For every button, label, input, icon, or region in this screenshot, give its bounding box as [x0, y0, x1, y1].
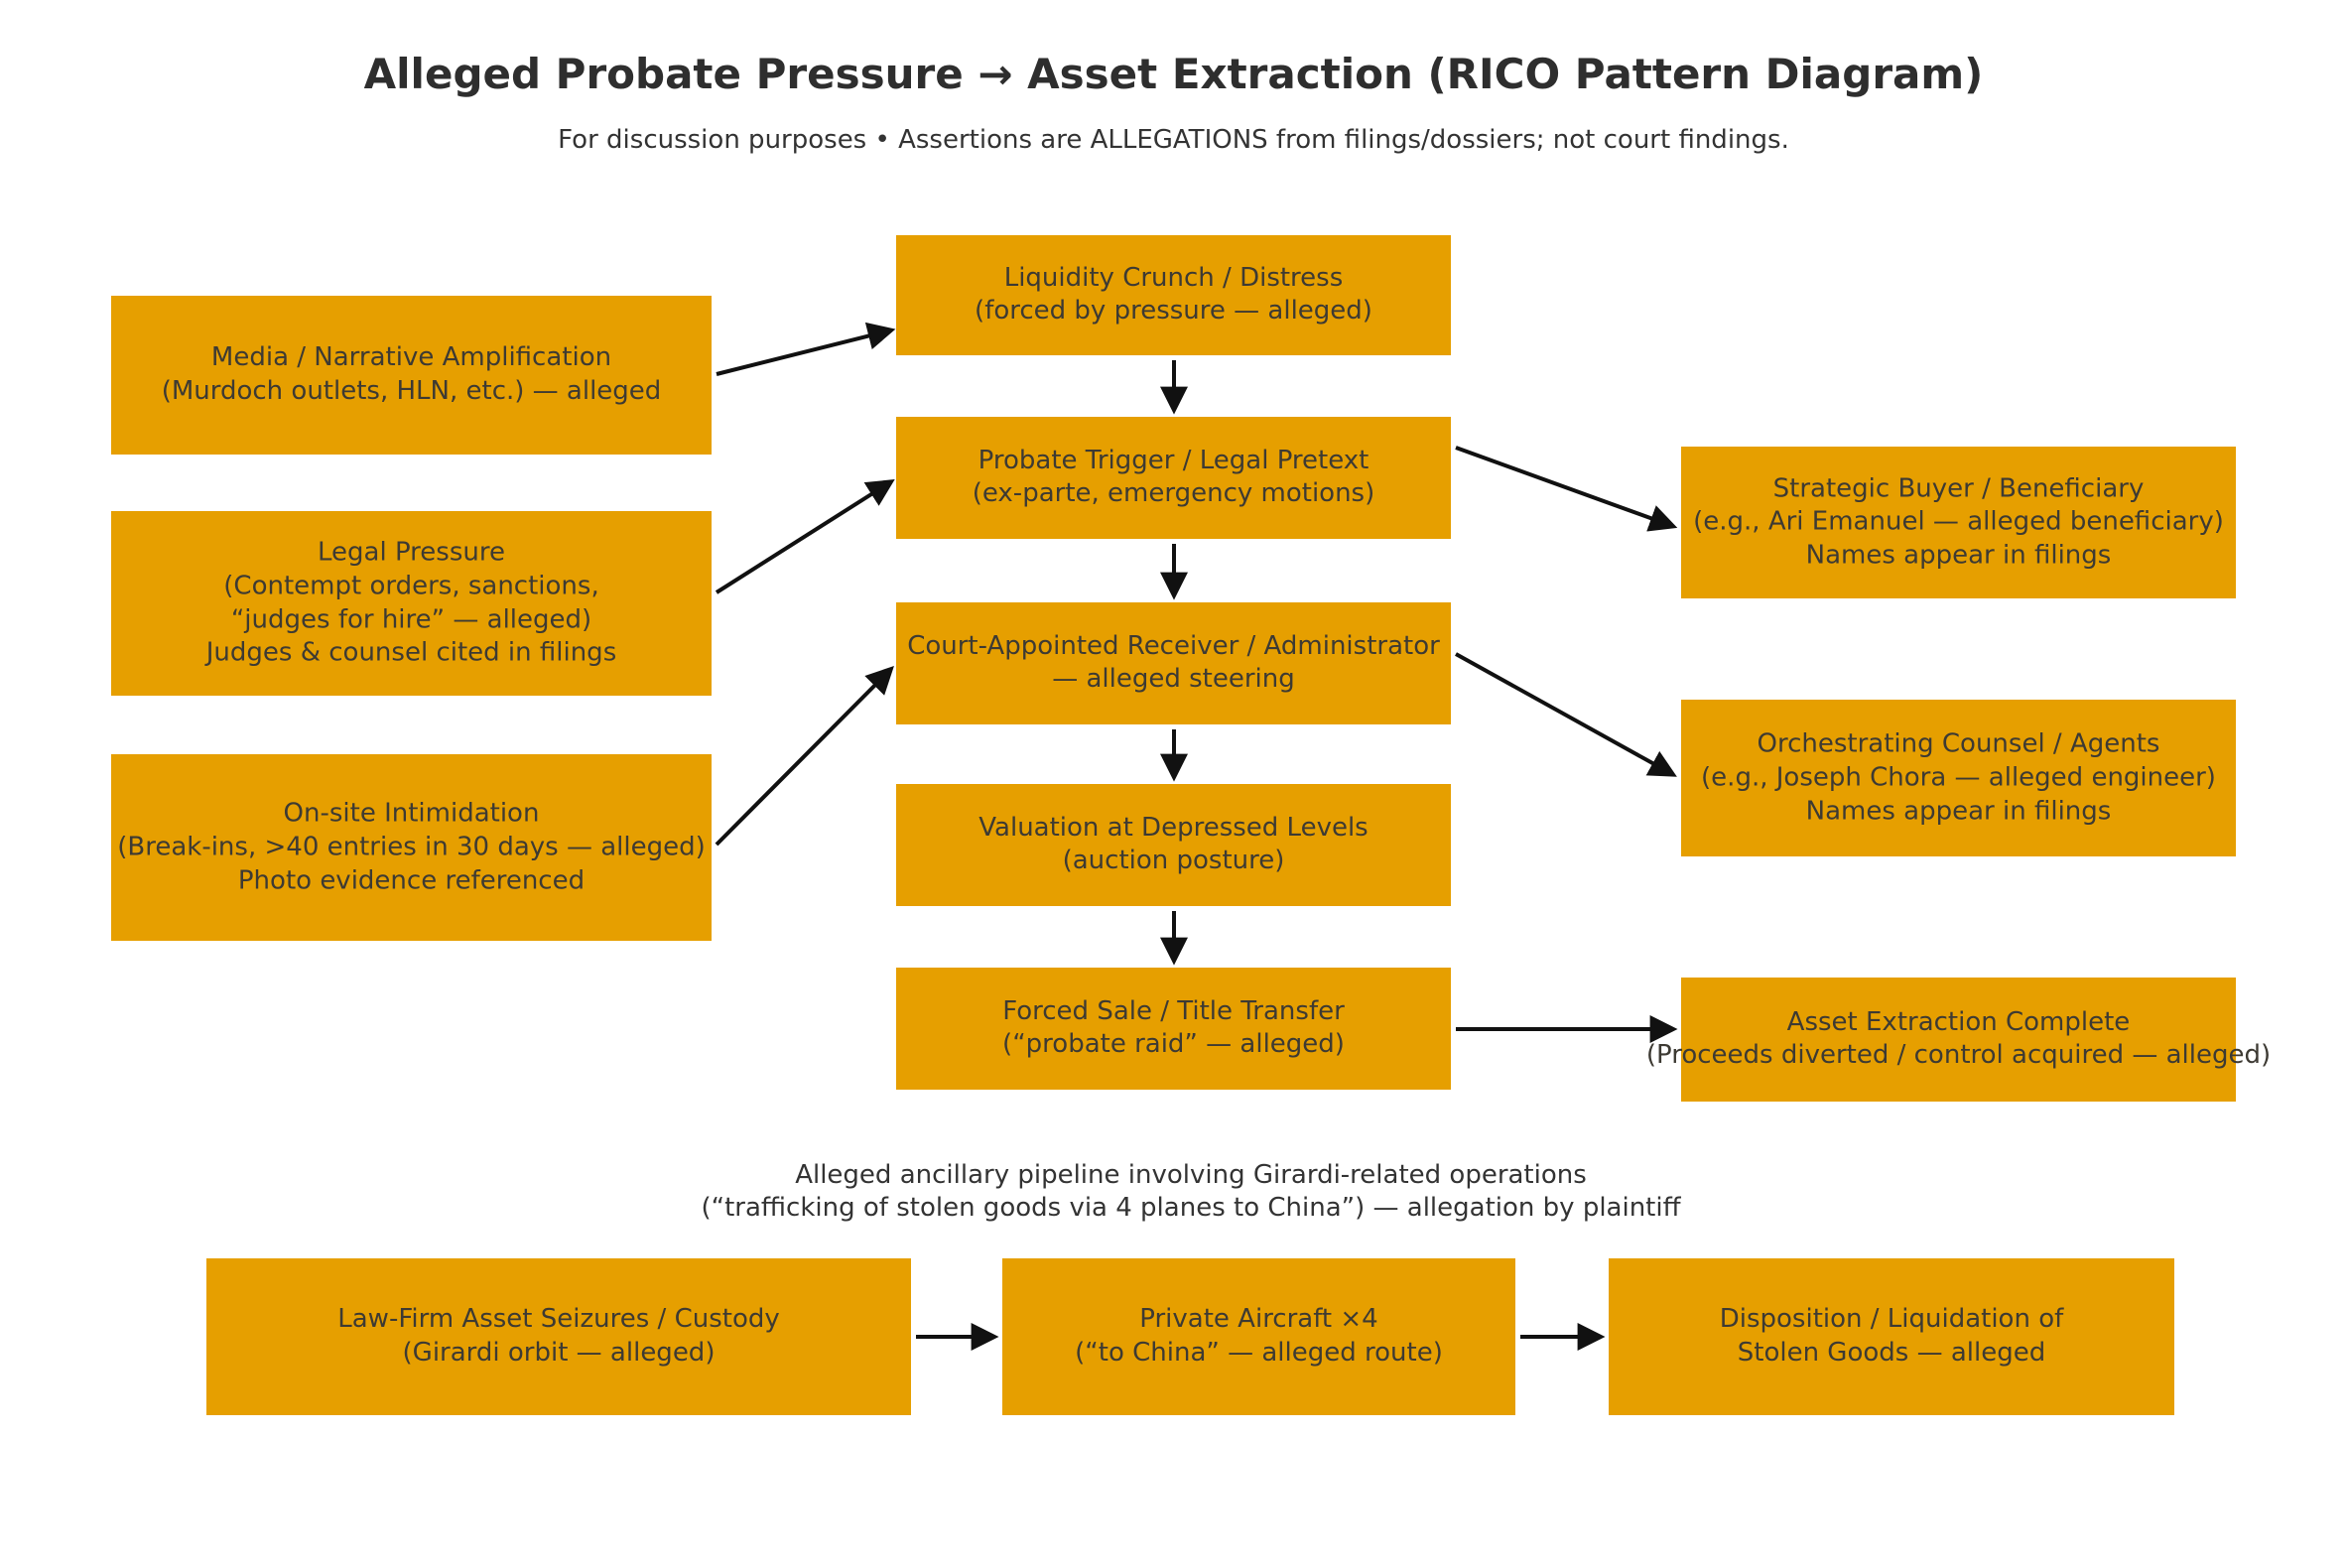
node-disposition-label: Disposition / Liquidation of Stolen Good… — [1719, 1304, 2064, 1368]
node-onsite-intimidation-label: On-site Intimidation (Break-ins, >40 ent… — [117, 798, 706, 895]
node-probate-trigger: Probate Trigger / Legal Pretext (ex-part… — [896, 417, 1451, 539]
node-valuation: Valuation at Depressed Levels (auction p… — [896, 784, 1451, 906]
node-lawfirm-seizures-label: Law-Firm Asset Seizures / Custody (Girar… — [337, 1304, 780, 1368]
node-valuation-label: Valuation at Depressed Levels (auction p… — [978, 812, 1369, 876]
arrow-receiver-to-counsel — [1455, 652, 1677, 777]
node-court-receiver-label: Court-Appointed Receiver / Administrator… — [907, 630, 1440, 695]
node-liquidity-crunch-label: Liquidity Crunch / Distress (forced by p… — [975, 262, 1372, 327]
node-liquidity-crunch: Liquidity Crunch / Distress (forced by p… — [896, 235, 1451, 355]
node-asset-extraction-label: Asset Extraction Complete (Proceeds dive… — [1645, 1006, 2272, 1071]
node-onsite-intimidation: On-site Intimidation (Break-ins, >40 ent… — [111, 754, 712, 941]
arrow-legal-to-probate — [715, 479, 895, 594]
page-subtitle: For discussion purposes • Assertions are… — [558, 125, 1789, 155]
node-lawfirm-seizures: Law-Firm Asset Seizures / Custody (Girar… — [206, 1258, 911, 1415]
page-title: Alleged Probate Pressure → Asset Extract… — [363, 50, 1984, 98]
node-orchestrating-counsel: Orchestrating Counsel / Agents (e.g., Jo… — [1681, 700, 2236, 856]
node-probate-trigger-label: Probate Trigger / Legal Pretext (ex-part… — [972, 445, 1375, 509]
node-forced-sale-label: Forced Sale / Title Transfer (“probate r… — [1002, 995, 1345, 1060]
node-legal-pressure: Legal Pressure (Contempt orders, sanctio… — [111, 511, 712, 696]
node-disposition: Disposition / Liquidation of Stolen Good… — [1609, 1258, 2174, 1415]
node-media-narrative-label: Media / Narrative Amplification (Murdoch… — [161, 342, 662, 406]
node-legal-pressure-label: Legal Pressure (Contempt orders, sanctio… — [205, 537, 617, 668]
node-media-narrative: Media / Narrative Amplification (Murdoch… — [111, 296, 712, 455]
node-orchestrating-counsel-label: Orchestrating Counsel / Agents (e.g., Jo… — [1701, 728, 2216, 826]
arrow-media-to-liquidity — [716, 322, 896, 376]
node-private-aircraft: Private Aircraft ×4 (“to China” — allege… — [1002, 1258, 1515, 1415]
node-strategic-buyer: Strategic Buyer / Beneficiary (e.g., Ari… — [1681, 447, 2236, 598]
ancillary-annotation: Alleged ancillary pipeline involving Gir… — [701, 1160, 1681, 1224]
node-asset-extraction: Asset Extraction Complete (Proceeds dive… — [1646, 978, 2271, 1102]
node-forced-sale: Forced Sale / Title Transfer (“probate r… — [896, 968, 1451, 1090]
node-court-receiver: Court-Appointed Receiver / Administrator… — [896, 602, 1451, 724]
arrow-probate-to-buyer — [1455, 446, 1678, 532]
arrow-intimidation-to-receiver — [715, 666, 894, 847]
node-strategic-buyer-label: Strategic Buyer / Beneficiary (e.g., Ari… — [1693, 472, 2224, 571]
node-private-aircraft-label: Private Aircraft ×4 (“to China” — allege… — [1075, 1304, 1443, 1368]
